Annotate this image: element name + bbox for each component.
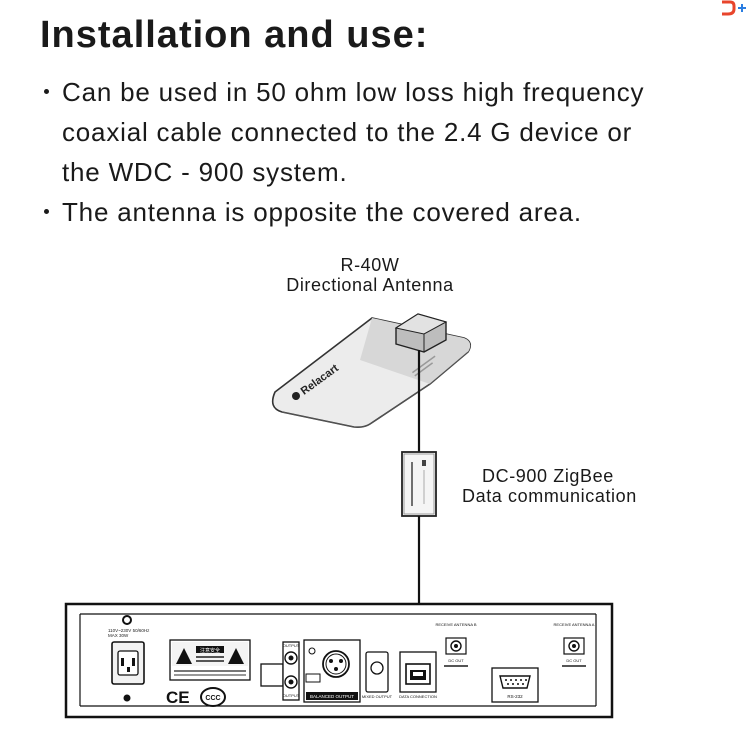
mixed-output-jack: MIXED OUTPUT (362, 651, 393, 699)
svg-text:CCC: CCC (205, 695, 220, 702)
bullet-text-line: the WDC - 900 system. (62, 157, 348, 187)
rs232-port: RS-232 (491, 667, 539, 703)
warning-title: 注意安全 (200, 647, 220, 654)
bullet-text-line: The antenna is opposite the covered area… (62, 197, 582, 227)
power-rating-label: 110V~230V 50/60Hz (108, 628, 150, 633)
antenna-b-port: RECEIVE ANTENNA B DC OUT (435, 622, 477, 667)
svg-text:OUTPUT: OUTPUT (283, 693, 300, 698)
safety-warning-label: 注意安全 (169, 639, 251, 681)
screw-icon (123, 694, 131, 702)
svg-text:OUTPUT: OUTPUT (283, 643, 300, 648)
ce-mark: CE (166, 688, 190, 707)
brand-logo-icon (722, 0, 746, 16)
bullet-text-line: coaxial cable connected to the 2.4 G dev… (62, 117, 633, 147)
bullet-item: The antenna is opposite the covered area… (40, 192, 730, 232)
bullet-dot-icon (44, 209, 49, 214)
antenna-model: R-40W (340, 255, 400, 275)
antenna-label: R-40W Directional Antenna (250, 255, 490, 295)
bullet-item: Can be used in 50 ohm low loss high freq… (40, 72, 730, 192)
ccc-mark-icon: CCC (200, 687, 226, 707)
antenna-a-port: RECEIVE ANTENNA A DC OUT (554, 622, 595, 667)
screw-icon (122, 615, 132, 625)
bullet-list: Can be used in 50 ohm low loss high freq… (40, 72, 730, 232)
directional-antenna: Relacart (271, 313, 472, 428)
receiver-rear-panel: 110V~230V 50/60Hz MAX 30W 注意安全 CE CCC (64, 602, 614, 719)
lightning-warning-icon (176, 648, 192, 664)
page-title: Installation and use: (40, 14, 429, 56)
bullet-dot-icon (44, 89, 49, 94)
balanced-output-xlr: BALANCED OUTPUT (303, 639, 361, 703)
rs232-label: RS-232 (507, 694, 523, 699)
antenna-a-label: RECEIVE ANTENNA A (554, 622, 595, 627)
adapter-label: DC-900 ZigBee Data communication (462, 466, 722, 506)
data-connection-port: DATA CONNECTION (399, 651, 437, 699)
power-max-label: MAX 30W (108, 633, 129, 638)
zigbee-adapter (401, 451, 437, 517)
bullet-text-line: Can be used in 50 ohm low loss high freq… (62, 77, 645, 107)
dc-out-a-label: DC OUT (566, 658, 582, 663)
antenna-b-label: RECEIVE ANTENNA B (435, 622, 476, 627)
data-connection-label: DATA CONNECTION (399, 694, 437, 699)
antenna-description: Directional Antenna (286, 275, 454, 295)
mixed-output-label: MIXED OUTPUT (362, 694, 393, 699)
adapter-description: Data communication (462, 486, 637, 506)
balanced-output-label: BALANCED OUTPUT (310, 694, 354, 699)
adapter-model: DC-900 ZigBee (482, 466, 614, 486)
dc-out-b-label: DC OUT (448, 658, 464, 663)
power-inlet (111, 641, 145, 685)
output-jacks: OUTPUT OUTPUT (260, 641, 300, 701)
caution-warning-icon (228, 648, 244, 664)
